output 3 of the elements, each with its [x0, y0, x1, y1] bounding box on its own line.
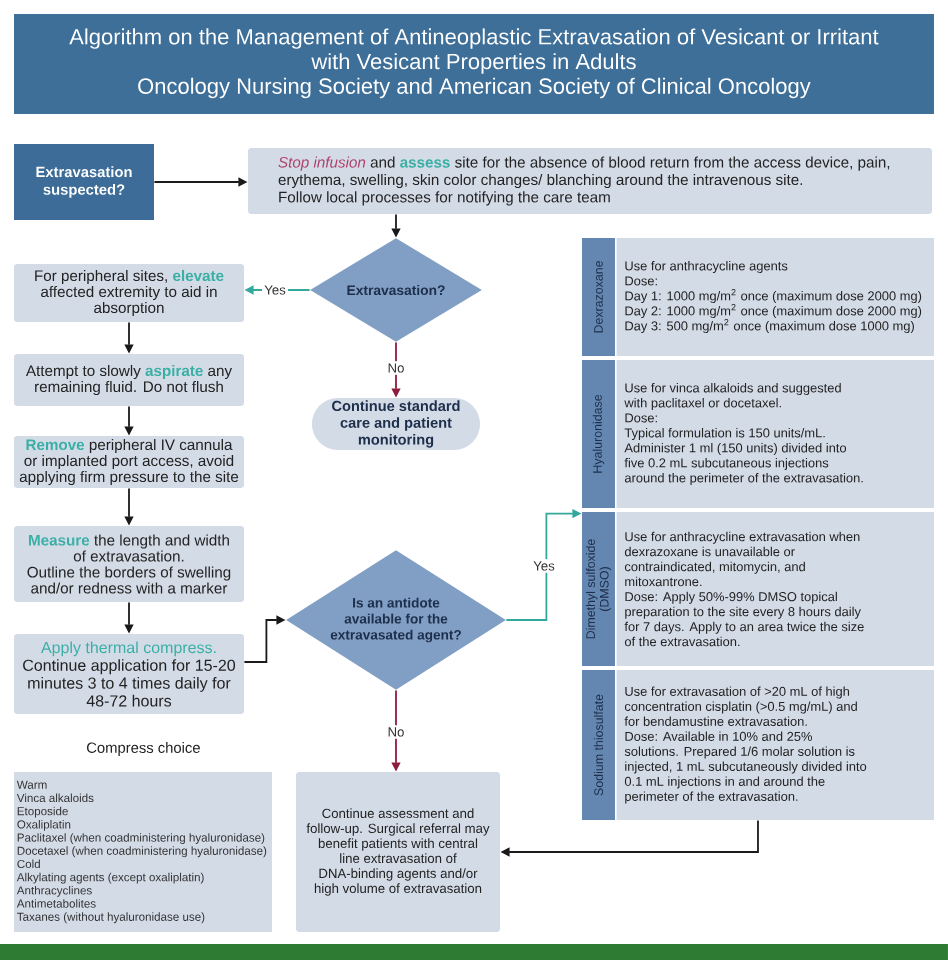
subtitle: Oncology Nursing Society and American Society of Clinical Oncology — [138, 77, 811, 99]
title: Algorithm on the Management of Antineoplastic Extravasation of Vesicant or Irritant with Vesicant Properties in Adults — [69, 28, 879, 74]
step-box: Apply thermal compress. Continue application for 15-20 minutes 3 to 4 times daily for 48-72 hours — [14, 634, 244, 714]
